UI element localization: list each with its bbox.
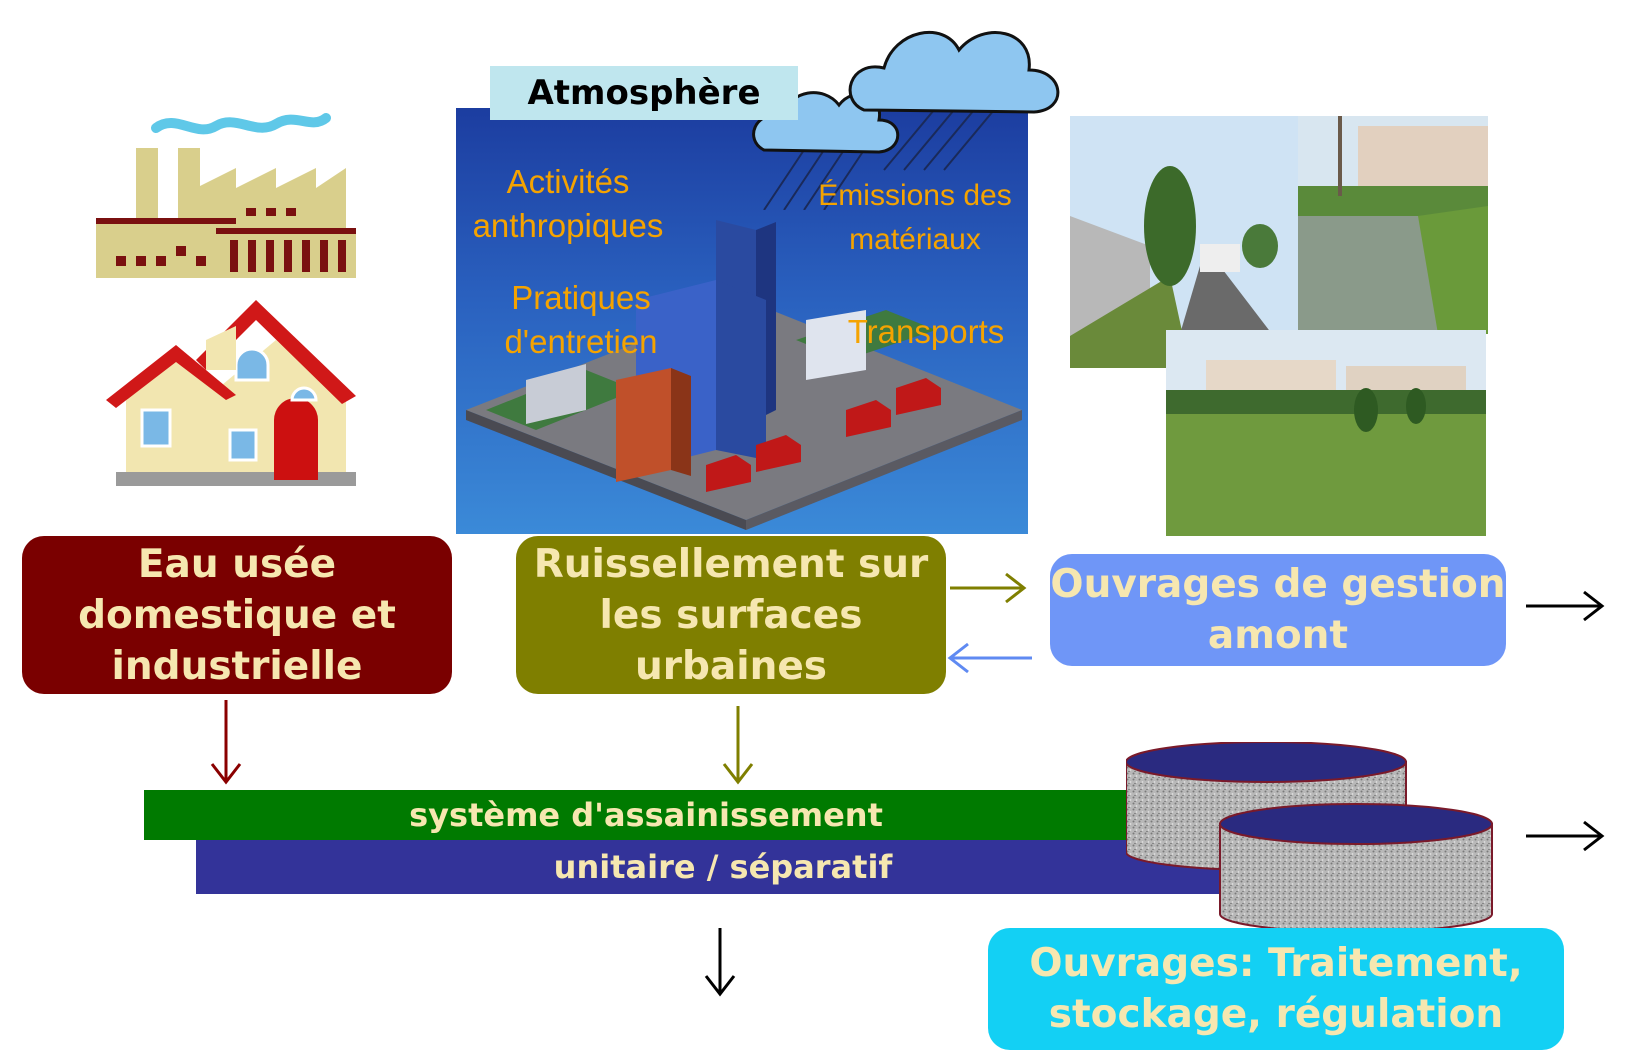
arrow-ruissellement-to-amont <box>950 572 1027 604</box>
box-ruissellement: Ruissellement sur les surfaces urbaines <box>516 536 946 694</box>
factory-icon <box>96 113 356 278</box>
arrow-eau-to-network <box>210 700 242 785</box>
source-transports: Transports <box>847 313 1005 350</box>
house-icon <box>106 300 356 486</box>
box-eau-usee: Eau usée domestique et industrielle <box>22 536 452 694</box>
arrow-amont-out <box>1526 590 1605 622</box>
arrow-traitement-out <box>1526 820 1605 852</box>
network-bar-unitaire: unitaire / séparatif <box>196 840 1250 894</box>
city-illustration <box>466 220 1022 530</box>
photo-roadside-swale <box>1070 116 1298 368</box>
storage-tanks-icon <box>1126 742 1493 933</box>
atmosphere-title: Atmosphère <box>490 66 798 120</box>
photo-infiltration-park <box>1166 330 1486 536</box>
source-pratiques-entretien: Pratiques d'entretien <box>504 279 658 360</box>
arrow-amont-to-ruissellement <box>947 642 1032 674</box>
arrow-ruissellement-to-network <box>722 706 754 785</box>
box-ouvrages-amont: Ouvrages de gestion amont <box>1050 554 1506 666</box>
photo-retention-pond <box>1298 116 1488 334</box>
box-ouvrages-traitement: Ouvrages: Traitement, stockage, régulati… <box>988 928 1564 1050</box>
source-emissions-materiaux: Émissions des matériaux <box>818 179 1012 256</box>
arrow-network-down <box>704 928 736 997</box>
source-activites-anthropiques: Activités anthropiques <box>472 163 664 244</box>
network-bar-systeme: système d'assainissement <box>144 790 1148 840</box>
